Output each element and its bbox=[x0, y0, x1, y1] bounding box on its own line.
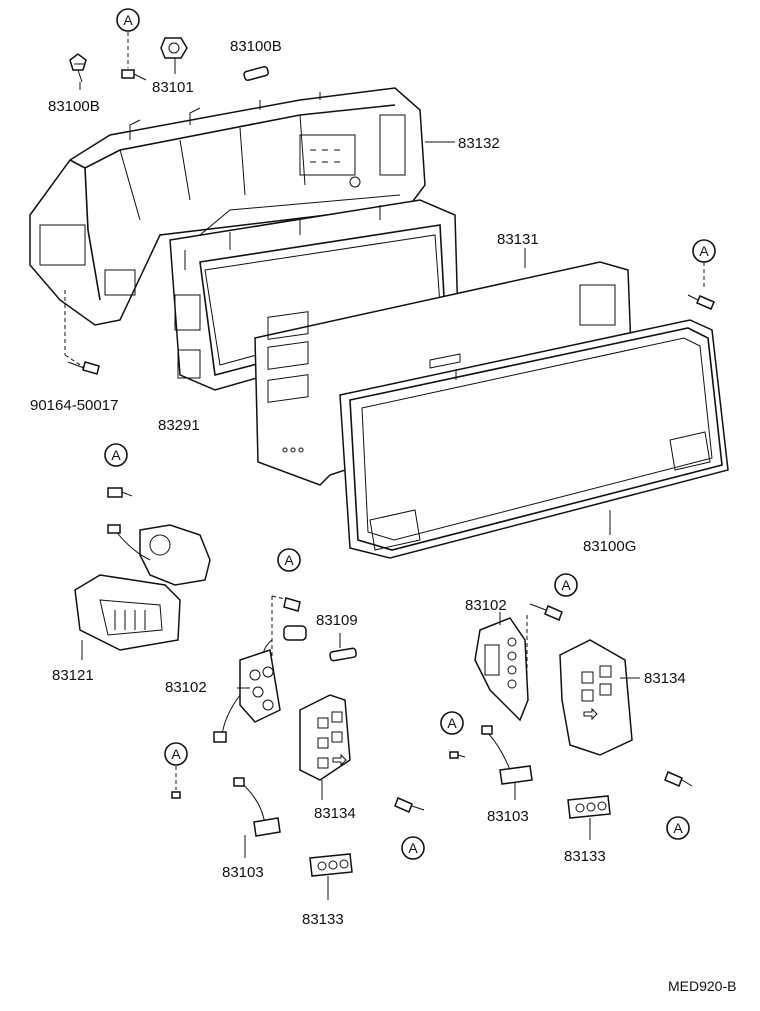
glass-83100G bbox=[339, 319, 729, 559]
label-83102-right: 83102 bbox=[465, 597, 507, 614]
ref-marker-left-mid: A bbox=[104, 443, 128, 467]
screw-center bbox=[271, 595, 301, 660]
drawing-code: MED920-B bbox=[668, 978, 736, 994]
label-83109: 83109 bbox=[316, 612, 358, 629]
switch-83134-right bbox=[559, 639, 633, 756]
ref-marker-center: A bbox=[277, 548, 301, 572]
label-83133-right: 83133 bbox=[564, 848, 606, 865]
label-83132: 83132 bbox=[458, 135, 500, 152]
meter-housing-83132 bbox=[29, 87, 426, 326]
label-90164-50017: 90164-50017 bbox=[30, 397, 118, 414]
screw-right-mid bbox=[526, 603, 563, 700]
label-83103-left: 83103 bbox=[222, 864, 264, 881]
label-83101: 83101 bbox=[152, 79, 194, 96]
label-83103-mid: 83103 bbox=[487, 808, 529, 825]
screw-90164-50017 bbox=[64, 290, 100, 375]
ref-marker-right-mid: A bbox=[554, 573, 578, 597]
gauge-83121 bbox=[74, 524, 211, 651]
ref-marker-right-top: A bbox=[692, 239, 716, 263]
svg-text:A: A bbox=[284, 552, 294, 568]
circuit-plate-83102-right bbox=[474, 617, 529, 722]
circuit-plate-83102-left bbox=[213, 649, 281, 743]
svg-text:A: A bbox=[123, 12, 133, 28]
ref-marker-lower-right: A bbox=[666, 816, 690, 840]
screw-right-top bbox=[687, 262, 715, 310]
svg-text:A: A bbox=[561, 577, 571, 593]
bulb-83100B-top bbox=[243, 65, 269, 82]
ref-marker-lower-left: A bbox=[164, 742, 188, 766]
ref-marker-top-left: A bbox=[116, 8, 140, 32]
leader-lines bbox=[79, 58, 640, 900]
bulb-83109 bbox=[329, 647, 357, 662]
screw-bottom-center bbox=[394, 797, 425, 813]
screw-lower-left bbox=[171, 766, 181, 799]
svg-text:A: A bbox=[408, 840, 418, 856]
label-83100B-left: 83100B bbox=[48, 98, 100, 115]
switch-83134-left bbox=[299, 694, 351, 781]
wire-83103-right bbox=[481, 725, 533, 785]
ref-marker-bottom-center: A bbox=[401, 836, 425, 860]
svg-text:A: A bbox=[699, 243, 709, 259]
svg-text:A: A bbox=[673, 820, 683, 836]
svg-text:A: A bbox=[447, 715, 457, 731]
screw-left-mid bbox=[107, 487, 133, 498]
wire-83103-left bbox=[233, 777, 281, 837]
label-83134-left: 83134 bbox=[314, 805, 356, 822]
nut-83101 bbox=[160, 37, 188, 59]
screw-center-right bbox=[449, 751, 466, 759]
label-83131: 83131 bbox=[497, 231, 539, 248]
socket-83109 bbox=[261, 625, 307, 663]
clip-83100B-left bbox=[69, 53, 87, 83]
svg-text:A: A bbox=[171, 746, 181, 762]
ref-marker-center-right: A bbox=[440, 711, 464, 735]
label-83100G: 83100G bbox=[583, 538, 636, 555]
screw-under-ref-a bbox=[121, 32, 147, 81]
socket-83133-right bbox=[567, 795, 611, 819]
socket-83133-left bbox=[309, 853, 353, 877]
label-83133-left: 83133 bbox=[302, 911, 344, 928]
svg-text:A: A bbox=[111, 447, 121, 463]
label-83291: 83291 bbox=[158, 417, 200, 434]
label-83102-left: 83102 bbox=[165, 679, 207, 696]
label-83134-right: 83134 bbox=[644, 670, 686, 687]
label-83100B-top: 83100B bbox=[230, 38, 282, 55]
screw-lower-right bbox=[664, 771, 693, 787]
label-83121: 83121 bbox=[52, 667, 94, 684]
